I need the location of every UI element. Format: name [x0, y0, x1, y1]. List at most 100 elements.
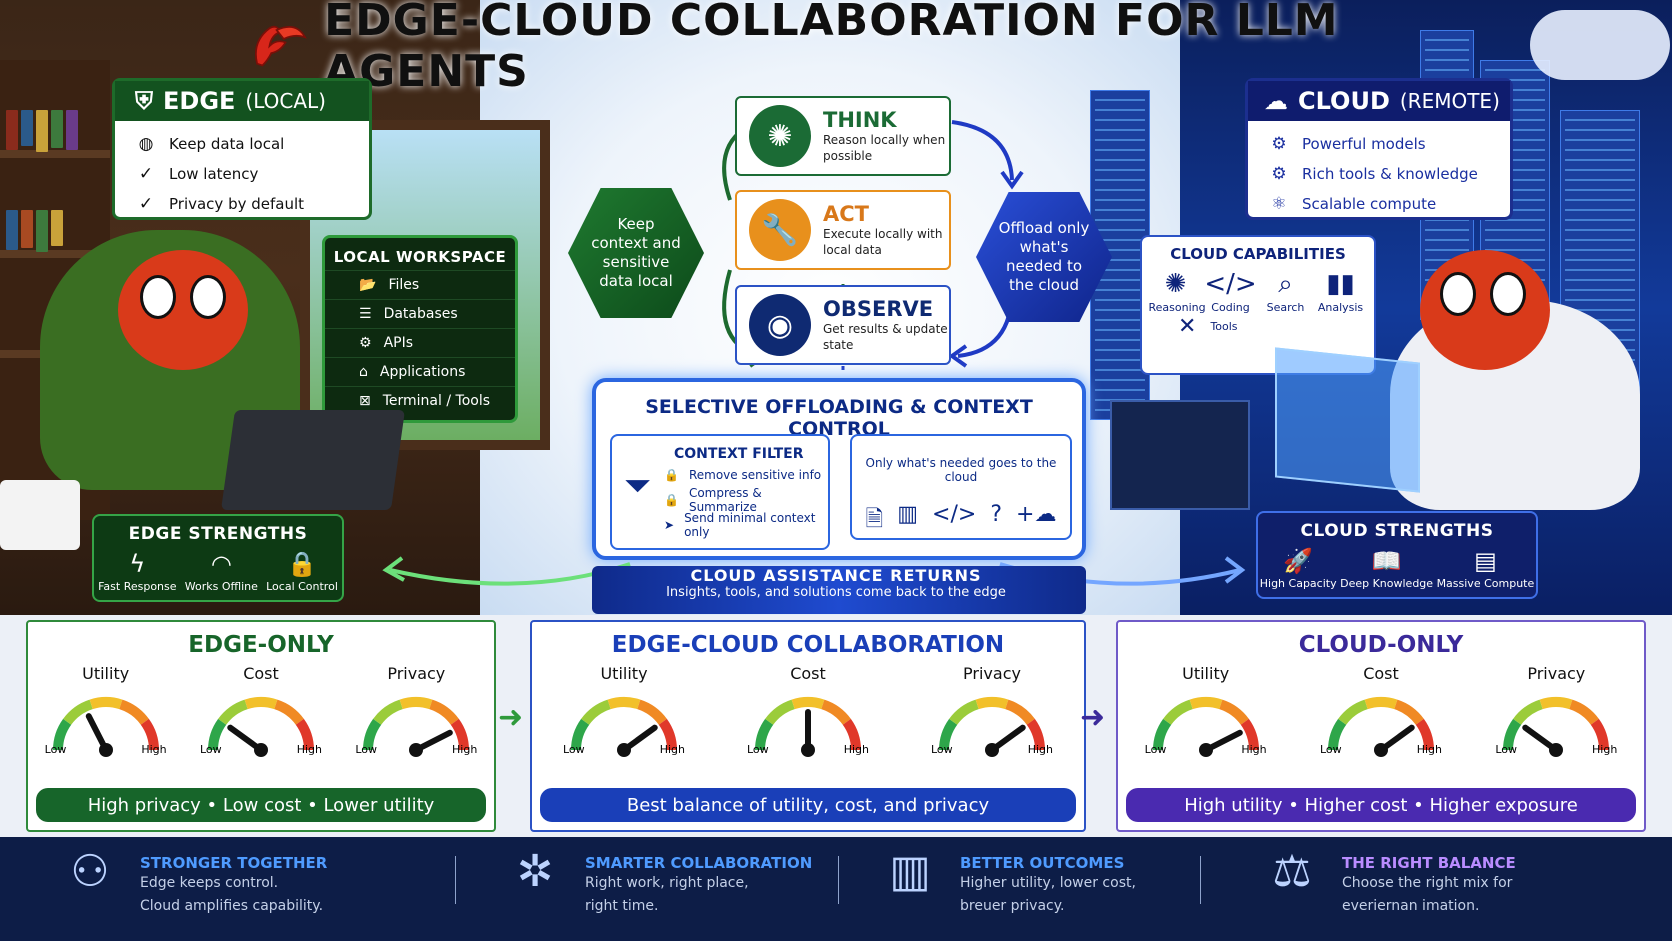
cloud-assistance-returns: CLOUD ASSISTANCE RETURNS Insights, tools… [600, 566, 1072, 600]
needed-only-text: Only what's needed goes to the cloud [865, 456, 1057, 484]
cloud-title: CLOUD [1298, 87, 1390, 115]
chart-icon: ▥ [897, 502, 919, 527]
workspace-item: ⚙APIs [325, 328, 515, 357]
gauge-low-label: Low [563, 743, 585, 756]
gauge-low-label: Low [1495, 743, 1517, 756]
gauge-high-label: High [1592, 743, 1618, 756]
page-title-area: EDGE-CLOUD COLLABORATION FOR LLM AGENTS [250, 0, 1420, 97]
gauge-high-label: High [1416, 743, 1442, 756]
gauge-hub [409, 743, 424, 757]
gauge-dial [52, 697, 159, 757]
gauge-segment [1338, 699, 1368, 725]
gauge-segment [1005, 699, 1035, 725]
bar-chart-icon: ▮▮ [1326, 269, 1355, 299]
lightning-icon: ϟ [129, 550, 146, 578]
lock-icon: 🔒 [664, 467, 679, 482]
gauge-segment [140, 718, 159, 751]
edge-panel: ⛨ EDGE (LOCAL) ◍Keep data local ✓Low lat… [112, 78, 372, 220]
observe-desc: Get results & update state [823, 322, 948, 352]
edge-item: ✓Low latency [135, 159, 349, 189]
gauge-segment [373, 699, 404, 725]
edge-title: EDGE [163, 87, 236, 115]
gauge-label: Cost [790, 664, 826, 683]
books [6, 110, 78, 152]
gauge-segment [244, 697, 278, 710]
scale-compute-icon: ⚛ [1271, 194, 1287, 214]
returns-banner-bg [592, 566, 1086, 614]
cloud-plus-icon: +☁ [1016, 502, 1057, 527]
chart-icon: ▥ [889, 846, 931, 897]
gauge-dial [363, 697, 470, 757]
gauge-dial [571, 697, 677, 757]
gauge-segment [791, 697, 825, 710]
books [6, 210, 63, 252]
globe-icon: ◍ [138, 134, 154, 154]
selective-title: SELECTIVE OFFLOADING & CONTEXT CONTROL [645, 396, 1033, 440]
gauge-segment [1162, 699, 1193, 725]
gauge-segment [207, 718, 227, 751]
cloud-strength-item: 📖Deep Knowledge [1340, 547, 1434, 590]
scale-icon: ⚖ [1272, 846, 1312, 897]
edge-tag: (LOCAL) [245, 89, 326, 113]
edge-panel-header: ⛨ EDGE (LOCAL) [115, 81, 369, 121]
gauge-high-label: High [659, 743, 685, 756]
gauge-segment [89, 697, 123, 710]
gauge-hub [617, 743, 631, 757]
people-icon: ⚇ [70, 846, 110, 897]
gauge-segment [429, 699, 460, 725]
shelf [0, 150, 110, 158]
filter-item: ➤Send minimal context only [664, 510, 816, 539]
cloud-item: ⚙Powerful models [1268, 129, 1490, 159]
edge-lobster-head [118, 250, 248, 370]
gauge-dial [939, 697, 1045, 757]
gauge-segment [1152, 718, 1171, 751]
cloud-item: ⚛Scalable compute [1268, 189, 1490, 219]
returns-title: CLOUD ASSISTANCE RETURNS [690, 566, 982, 585]
gauge-segment [363, 718, 382, 751]
cloud-strengths-title: CLOUD STRENGTHS [1300, 521, 1494, 541]
gauge-hub [985, 743, 999, 757]
gauge-low-label: Low [747, 743, 769, 756]
eye-icon: ◉ [749, 294, 811, 356]
gauge-segment [637, 699, 667, 725]
card-title: CLOUD-ONLY [1298, 632, 1464, 658]
gauge-hub [1549, 743, 1564, 757]
capability-tools: ✕Tools [1178, 314, 1238, 339]
server-icon: ▤ [1474, 547, 1497, 575]
gauge-segment [1218, 699, 1249, 725]
offload-hex: Offload only what's needed to the cloud [976, 192, 1112, 322]
card-summary: High privacy • Low cost • Lower utility [36, 788, 486, 822]
gauge-hub [1198, 743, 1213, 757]
gauge-segment [1240, 718, 1259, 751]
gauge-hub [253, 743, 268, 757]
api-icon: ⚙ [359, 335, 372, 351]
card-title: EDGE-ONLY [188, 632, 334, 658]
card-summary: Best balance of utility, cost, and priva… [540, 788, 1076, 822]
gauge-segment [1590, 718, 1610, 751]
gauge-low-label: Low [355, 743, 377, 756]
cloud-tag: (REMOTE) [1399, 89, 1500, 113]
needed-only-box: Only what's needed goes to the cloud 🗎▥<… [850, 434, 1072, 540]
cloud-strength-item: ▤Massive Compute [1436, 547, 1535, 590]
cloud-strength-item: 🚀High Capacity [1259, 547, 1337, 590]
selective-offloading-panel: SELECTIVE OFFLOADING & CONTEXT CONTROL ⏷… [592, 378, 1086, 560]
edge-item: ◍Keep data local [135, 129, 349, 159]
gauge-segment [755, 718, 774, 751]
gauge-label: Cost [243, 664, 279, 683]
card-summary: High utility • Higher cost • Higher expo… [1126, 788, 1636, 822]
workspace-item: ⊠Terminal / Tools [325, 386, 515, 415]
shield-plus-icon: ⛨ [135, 87, 153, 115]
holographic-tablet [1275, 347, 1420, 493]
gauge-segment [1539, 697, 1573, 710]
applications-icon: ⌂ [359, 364, 368, 380]
gauge-high-label: High [296, 743, 322, 756]
think-desc: Reason locally when possible [823, 133, 946, 163]
gauge-segment [1189, 697, 1223, 710]
